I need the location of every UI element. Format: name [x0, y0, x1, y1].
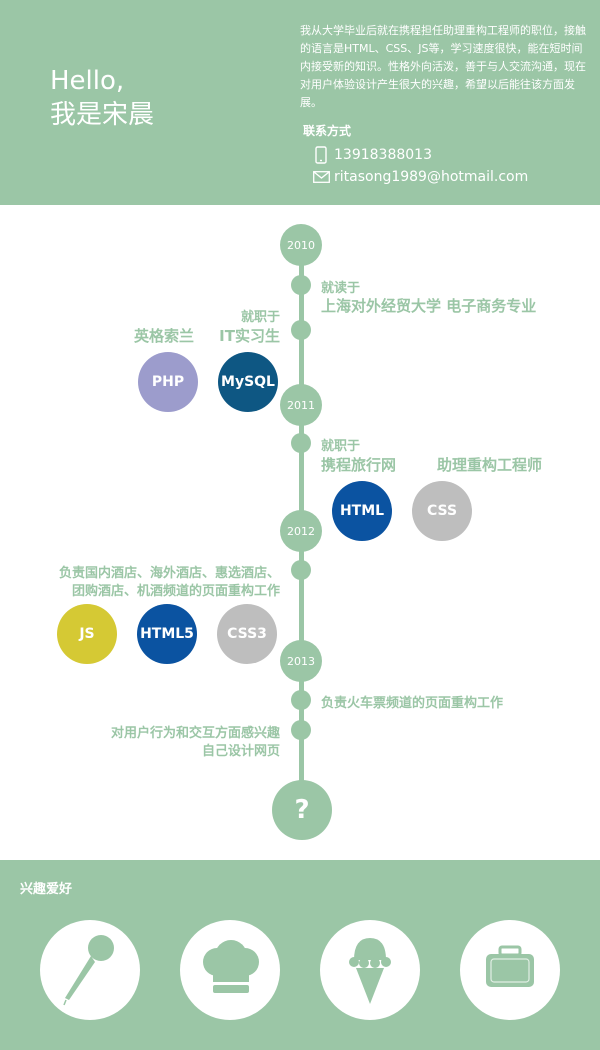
skill-css3: CSS3 — [217, 604, 277, 664]
skill-html: HTML — [332, 481, 392, 541]
suitcase-icon — [480, 943, 540, 997]
skill-php: PHP — [138, 352, 198, 412]
event-intern-role: IT实习生 — [219, 327, 280, 345]
event-train: 负责火车票频道的页面重构工作 — [321, 696, 504, 711]
skill-css: CSS — [412, 481, 472, 541]
event-ux-line2: 自己设计网页 — [201, 744, 280, 759]
skill-mysql: MySQL — [218, 352, 278, 412]
hobby-desserts — [320, 920, 420, 1020]
event-intern-label: 就职于 — [240, 310, 280, 325]
email-address[interactable]: ritasong1989@hotmail.com — [334, 169, 529, 185]
timeline-dot — [291, 275, 311, 295]
future-question-node: ? — [272, 780, 332, 840]
chef-hat-icon — [195, 938, 265, 1002]
year-node-2012: 2012 — [280, 510, 322, 552]
timeline: 2010 2011 2012 2013 就读于 上海对外经贸大学 电子商务专业 … — [0, 205, 600, 860]
hobby-travel — [460, 920, 560, 1020]
contact-phone: 13918388013 — [311, 146, 432, 164]
timeline-dot — [291, 433, 311, 453]
event-ctrip-role: 助理重构工程师 — [437, 456, 543, 474]
event-ux-line1: 对用户行为和交互方面感兴趣 — [110, 726, 280, 741]
hobbies-title: 兴趣爱好 — [20, 882, 73, 897]
phone-icon — [311, 146, 331, 164]
event-ctrip-company: 携程旅行网 — [321, 456, 397, 474]
year-node-2011: 2011 — [280, 384, 322, 426]
intro-text: 我从大学毕业后就在携程担任助理重构工程师的职位，接触的语言是HTML、CSS、J… — [300, 24, 586, 109]
event-study-label: 就读于 — [321, 281, 361, 296]
year-node-2010: 2010 — [280, 224, 322, 266]
event-hotel-line1: 负责国内酒店、海外酒店、惠选酒店、 — [58, 566, 280, 581]
hobbies-section: 兴趣爱好 — [0, 860, 600, 1050]
phone-number: 13918388013 — [334, 147, 432, 163]
contact-title: 联系方式 — [303, 124, 352, 138]
skill-js: JS — [57, 604, 117, 664]
hobby-singing — [40, 920, 140, 1020]
event-hotel-line2: 团购酒店、机酒频道的页面重构工作 — [71, 584, 280, 599]
header: Hello, 我是宋晨 我从大学毕业后就在携程担任助理重构工程师的职位，接触的语… — [0, 0, 600, 205]
mail-icon — [311, 171, 331, 183]
timeline-dot — [291, 720, 311, 740]
greeting: Hello, 我是宋晨 — [50, 64, 154, 132]
greeting-name: 我是宋晨 — [50, 100, 155, 130]
timeline-dot — [291, 690, 311, 710]
timeline-dot — [291, 560, 311, 580]
skill-html5: HTML5 — [137, 604, 197, 664]
contact-email: ritasong1989@hotmail.com — [311, 169, 528, 185]
greeting-hello: Hello, — [50, 66, 125, 96]
ice-cream-icon — [345, 928, 395, 1012]
timeline-dot — [291, 320, 311, 340]
event-ctrip-label: 就职于 — [321, 439, 361, 454]
event-study-school: 上海对外经贸大学 电子商务专业 — [321, 297, 537, 315]
event-intern-company: 英格索兰 — [134, 327, 195, 345]
hobby-cooking — [180, 920, 280, 1020]
year-node-2013: 2013 — [280, 640, 322, 682]
microphone-icon — [55, 928, 125, 1012]
